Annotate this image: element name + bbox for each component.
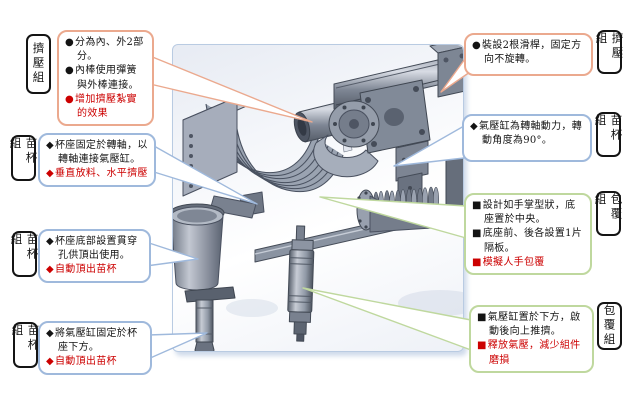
callout-squeeze-rod-design: ●分為內、外2部分。 ●內棒使用彈簧與外棒連接。 ●增加擠壓紮實的效果 [57,30,154,127]
callout-line: ●分為內、外2部分。 [65,36,147,64]
group-label-cup-right: 苗杯組 [594,112,624,157]
callout-cup-holder-shaft: ◆杯座固定於轉軸，以轉軸連接氣壓缸。 ◆垂直放料、水平擠壓 [38,133,156,187]
callout-text: 內棒使用彈簧與外棒連接。 [75,65,139,91]
bullet-icon: ■ [472,200,482,211]
callout-text: 杯座底部設置貫穿孔供頂出使用。 [55,236,138,262]
callout-line: ■底座前、後各設置1片隔板。 [472,227,585,255]
bullet-icon: ◆ [46,356,54,368]
callout-wrap-palm-shape: ■設計如手掌型狀，底座置於中央。 ■底座前、後各設置1片隔板。 ■模擬人手包覆 [464,193,592,275]
bullet-icon: ◆ [46,264,54,276]
bullet-icon: ◆ [470,121,478,132]
bullet-icon: ● [65,93,75,105]
callout-cup-through-hole: ◆杯座底部設置貫穿孔供頂出使用。 ◆自動頂出苗杯 [38,229,151,283]
group-label-cup-left4: 苗杯組 [11,322,41,368]
callout-text: 底座前、後各設置1片隔板。 [482,228,583,254]
group-label-wrap-right4: 包覆組 [597,302,622,350]
bullet-icon: ◆ [46,236,54,247]
callout-cup-eject-cylinder: ◆將氣壓缸固定於杯座下方。 ◆自動頂出苗杯 [38,321,152,375]
bullet-icon: ● [65,37,75,48]
callout-text: 裝設2根滑桿，固定方向不旋轉。 [482,40,582,66]
callout-line: ●裝設2根滑桿，固定方向不旋轉。 [472,39,586,67]
bullet-icon: ◆ [46,168,54,180]
group-label-cup-left2: 苗杯組 [9,135,39,181]
bullet-icon: ● [472,40,482,51]
group-label-squeeze-left: 擠壓組 [26,34,51,94]
callout-cup-rotary-power: ◆氣壓缸為轉軸動力，轉動角度為90°。 [462,114,592,162]
callout-text: 分為內、外2部分。 [75,37,144,63]
callout-line: ◆杯座底部設置貫穿孔供頂出使用。 [46,235,144,263]
callout-squeeze-slide-rods: ●裝設2根滑桿，固定方向不旋轉。 [464,33,593,76]
bullet-icon: ■ [472,228,482,240]
callout-text: 將氣壓缸固定於杯座下方。 [55,328,138,354]
callout-text: 自動頂出苗杯 [55,264,117,276]
callout-text: 設計如手掌型狀，底座置於中央。 [482,200,576,226]
callout-line-emphasis: ■模擬人手包覆 [472,256,585,270]
bullet-icon: ■ [477,312,487,323]
callout-text: 模擬人手包覆 [482,256,545,268]
callout-line-emphasis: ◆自動頂出苗杯 [46,355,145,369]
callout-line: ■氣壓缸置於下方，啟動後向上推擠。 [477,311,587,339]
group-label-squeeze-right: 擠壓組 [595,30,625,74]
callout-wrap-bottom-cylinder: ■氣壓缸置於下方，啟動後向上推擠。 ■釋放氣壓，減少組件磨損 [469,305,594,373]
bullet-icon: ● [65,65,75,77]
callout-line-emphasis: ●增加擠壓紮實的效果 [65,93,147,121]
group-label-wrap-right3: 包覆組 [594,191,624,236]
callout-text: 垂直放料、水平擠壓 [55,168,148,180]
bullet-icon: ■ [472,256,482,268]
callout-text: 自動頂出苗杯 [55,356,117,368]
callout-line-emphasis: ■釋放氣壓，減少組件磨損 [477,339,587,367]
callout-text: 杯座固定於轉軸，以轉軸連接氣壓缸。 [55,140,148,166]
callout-line: ●內棒使用彈簧與外棒連接。 [65,64,147,92]
callout-text: 釋放氣壓，減少組件磨損 [487,340,581,366]
group-label-cup-left3: 苗杯組 [10,231,40,277]
bullet-icon: ◆ [46,328,54,339]
callout-line: ■設計如手掌型狀，底座置於中央。 [472,199,585,227]
cad-viewport [172,44,464,352]
bullet-icon: ◆ [46,140,54,151]
callout-line-emphasis: ◆自動頂出苗杯 [46,263,144,277]
bullet-icon: ■ [477,340,487,352]
callout-line: ◆氣壓缸為轉軸動力，轉動角度為90°。 [470,120,585,148]
callout-text: 氣壓缸為轉軸動力，轉動角度為90°。 [479,121,582,147]
callout-text: 增加擠壓紮實的效果 [75,93,137,119]
callout-line-emphasis: ◆垂直放料、水平擠壓 [46,167,149,181]
callout-text: 氣壓缸置於下方，啟動後向上推擠。 [487,312,581,338]
callout-line: ◆杯座固定於轉軸，以轉軸連接氣壓缸。 [46,139,149,167]
callout-line: ◆將氣壓缸固定於杯座下方。 [46,327,145,355]
